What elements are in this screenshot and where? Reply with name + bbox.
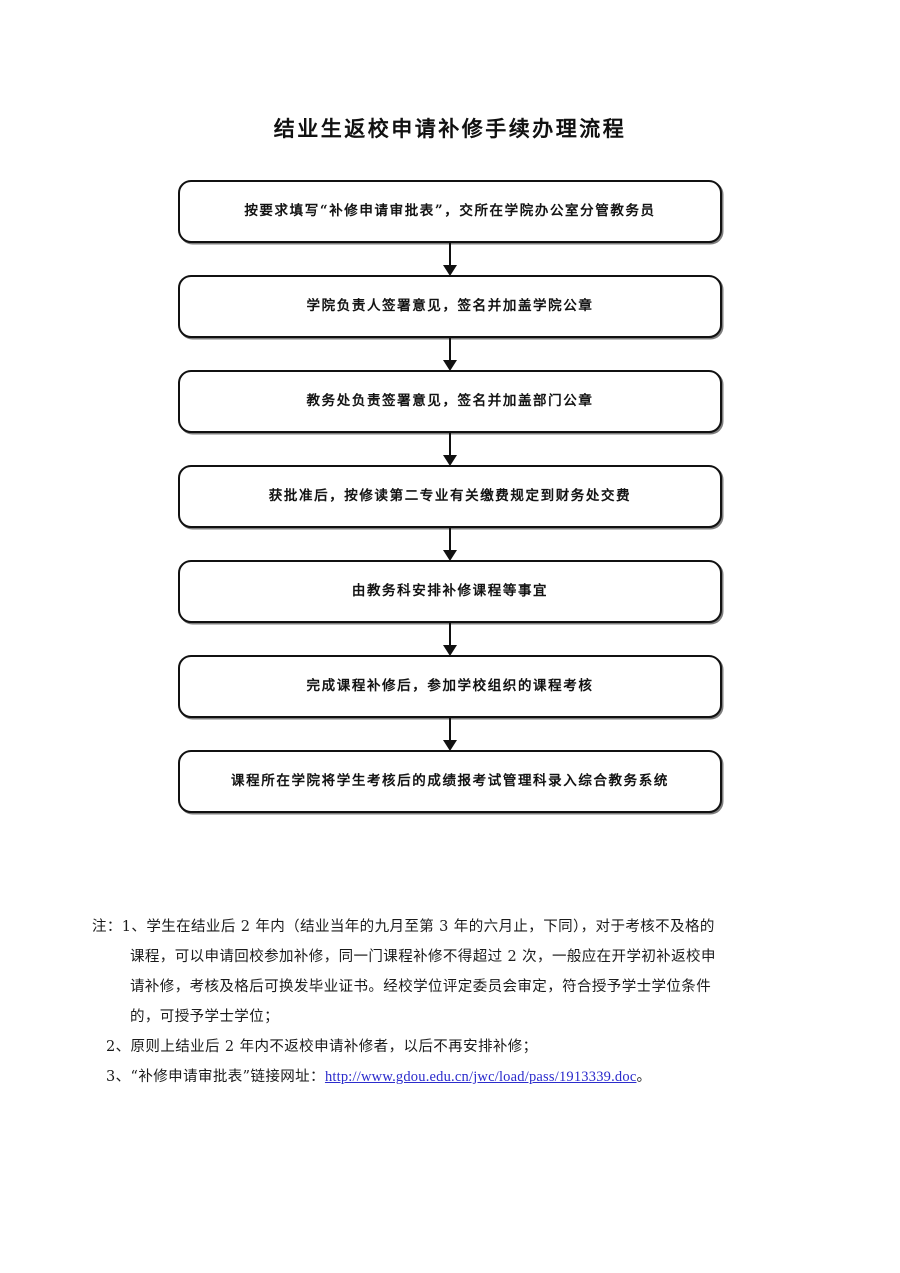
arrow-stem (449, 243, 452, 267)
flow-box-3[interactable]: 教务处负责签署意见，签名并加盖部门公章 (178, 370, 722, 433)
down-arrow-icon (443, 265, 457, 276)
note-line-3: 请补修，考核及格后可换发毕业证书。经校学位评定委员会审定，符合授予学士学位条件 (130, 979, 712, 995)
flow-arrow-6 (178, 718, 722, 751)
process-flowchart: 按要求填写“补修申请审批表”，交所在学院办公室分管教务员 学院负责人签署意见，签… (178, 180, 722, 813)
arrow-stem (449, 528, 452, 552)
note-line-2: 课程，可以申请回校参加补修，同一门课程补修不得超过 2 次，一般应在开学初补返校… (130, 949, 716, 965)
flow-step-1: 按要求填写“补修申请审批表”，交所在学院办公室分管教务员 (178, 180, 722, 243)
flow-arrow-2 (178, 338, 722, 371)
flow-box-6[interactable]: 完成课程补修后，参加学校组织的课程考核 (178, 655, 722, 718)
flow-box-3-label: 教务处负责签署意见，签名并加盖部门公章 (306, 392, 594, 409)
flow-step-5: 由教务科安排补修课程等事宜 (178, 560, 722, 623)
note-link-prefix: 3、“补修申请审批表”链接网址： (106, 1069, 325, 1085)
flow-box-5-label: 由教务科安排补修课程等事宜 (351, 582, 549, 599)
notes-section: 注：1、学生在结业后 2 年内（结业当年的九月至第 3 年的六月止，下同），对于… (92, 912, 852, 1092)
flow-box-5[interactable]: 由教务科安排补修课程等事宜 (178, 560, 722, 623)
flow-step-6: 完成课程补修后，参加学校组织的课程考核 (178, 655, 722, 718)
flow-box-4[interactable]: 获批准后，按修读第二专业有关缴费规定到财务处交费 (178, 465, 722, 528)
flow-step-3: 教务处负责签署意见，签名并加盖部门公章 (178, 370, 722, 433)
down-arrow-icon (443, 455, 457, 466)
flow-box-6-label: 完成课程补修后，参加学校组织的课程考核 (306, 677, 594, 694)
flow-step-7: 课程所在学院将学生考核后的成绩报考试管理科录入综合教务系统 (178, 750, 722, 813)
note-line-1: 注：1、学生在结业后 2 年内（结业当年的九月至第 3 年的六月止，下同），对于… (92, 919, 715, 935)
flow-step-4: 获批准后，按修读第二专业有关缴费规定到财务处交费 (178, 465, 722, 528)
down-arrow-icon (443, 360, 457, 371)
flow-arrow-1 (178, 243, 722, 276)
arrow-stem (449, 623, 452, 647)
flow-box-7[interactable]: 课程所在学院将学生考核后的成绩报考试管理科录入综合教务系统 (178, 750, 722, 813)
flow-arrow-5 (178, 623, 722, 656)
attachment-link[interactable]: http://www.gdou.edu.cn/jwc/load/pass/191… (324, 1069, 637, 1085)
flow-arrow-4 (178, 528, 722, 561)
note-link-suffix: 。 (636, 1069, 652, 1085)
note-line-6: 3、“补修申请审批表”链接网址：http://www.gdou.edu.cn/j… (92, 1062, 852, 1092)
down-arrow-icon (443, 740, 457, 751)
flow-box-1-label: 按要求填写“补修申请审批表”，交所在学院办公室分管教务员 (244, 202, 656, 219)
flow-box-2-label: 学院负责人签署意见，签名并加盖学院公章 (306, 297, 594, 314)
flow-box-7-label: 课程所在学院将学生考核后的成绩报考试管理科录入综合教务系统 (231, 772, 669, 789)
arrow-stem (449, 338, 452, 362)
note-line-5: 2、原则上结业后 2 年内不返校申请补修者，以后不再安排补修； (106, 1039, 538, 1055)
down-arrow-icon (443, 550, 457, 561)
flow-box-2[interactable]: 学院负责人签署意见，签名并加盖学院公章 (178, 275, 722, 338)
flow-box-1[interactable]: 按要求填写“补修申请审批表”，交所在学院办公室分管教务员 (178, 180, 722, 243)
arrow-stem (449, 433, 452, 457)
arrow-stem (449, 718, 452, 742)
flow-box-4-label: 获批准后，按修读第二专业有关缴费规定到财务处交费 (268, 487, 632, 504)
note-line-4: 的，可授予学士学位； (130, 1009, 279, 1025)
down-arrow-icon (443, 645, 457, 656)
flow-step-2: 学院负责人签署意见，签名并加盖学院公章 (178, 275, 722, 338)
page-title: 结业生返校申请补修手续办理流程 (273, 116, 627, 141)
flow-arrow-3 (178, 433, 722, 466)
